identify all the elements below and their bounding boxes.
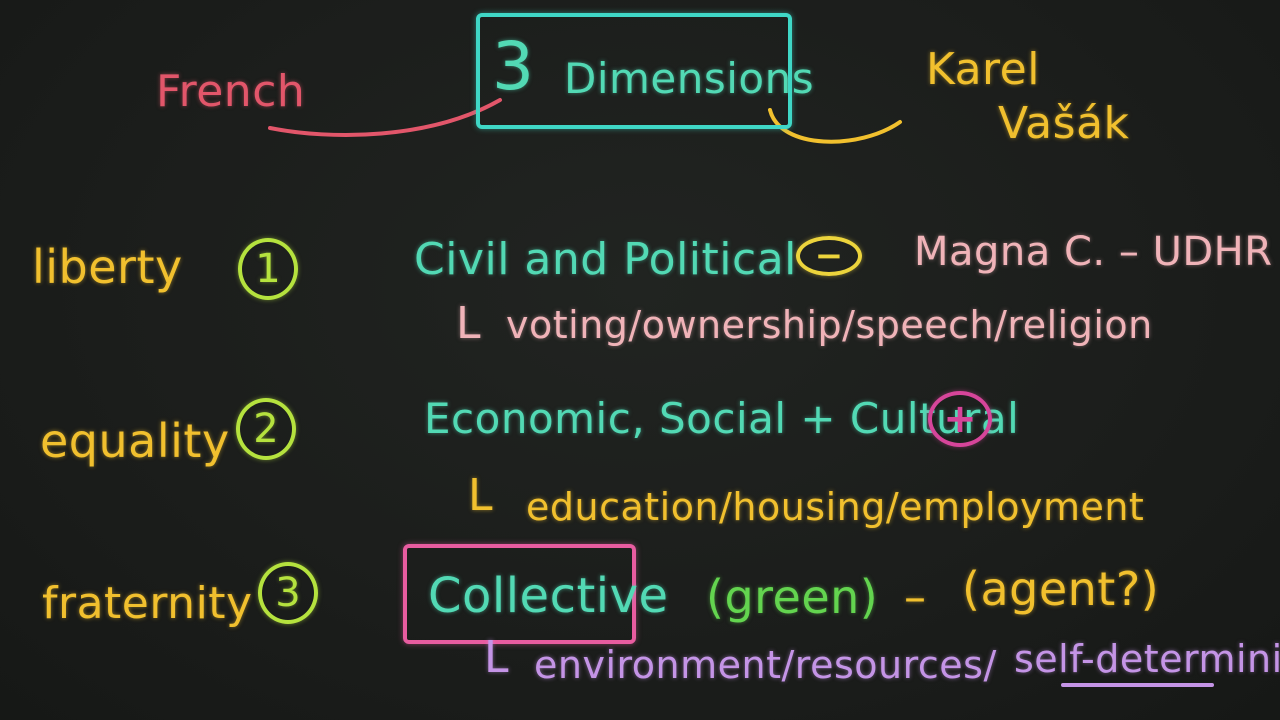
vasak-note: Vašák — [998, 98, 1130, 149]
title-word: Dimensions — [564, 54, 815, 103]
value-liberty: liberty — [32, 240, 183, 294]
french-note: French — [156, 66, 306, 117]
number-circle-2: 2 — [236, 398, 296, 460]
examples-self-determining: self-determining — [1014, 637, 1280, 681]
karel-note: Karel — [926, 44, 1040, 95]
examples-marker-3: L — [484, 632, 510, 683]
examples-economic-social: education/housing/employment — [526, 485, 1145, 529]
examples-civil-political: voting/ownership/speech/religion — [506, 303, 1153, 347]
aside-agent: (agent?) — [962, 562, 1160, 616]
examples-collective: environment/resources/ — [534, 643, 997, 687]
number-circle-3: 3 — [258, 562, 318, 624]
number-1: 1 — [255, 246, 281, 292]
plus-symbol: + — [943, 396, 977, 442]
minus-symbol: − — [814, 236, 844, 276]
aside-dash: – — [904, 572, 927, 623]
value-fraternity: fraternity — [42, 578, 253, 629]
examples-marker-2: L — [468, 470, 494, 521]
title-box — [476, 13, 792, 129]
minus-circle-icon: − — [796, 236, 862, 276]
number-2: 2 — [253, 406, 279, 452]
plus-circle-icon: + — [928, 391, 992, 447]
category-collective: Collective — [428, 568, 669, 624]
category-civil-political: Civil and Political — [414, 234, 797, 285]
value-equality: equality — [40, 414, 230, 468]
number-3: 3 — [275, 570, 301, 616]
collective-box — [403, 544, 636, 644]
title-number: 3 — [492, 28, 535, 105]
aside-magna-udhr: Magna C. – UDHR — [914, 229, 1273, 275]
aside-green: (green) — [706, 570, 879, 624]
examples-marker-1: L — [456, 298, 482, 349]
category-economic-social-cultural: Economic, Social + Cultural — [424, 394, 1020, 443]
number-circle-1: 1 — [238, 238, 298, 300]
